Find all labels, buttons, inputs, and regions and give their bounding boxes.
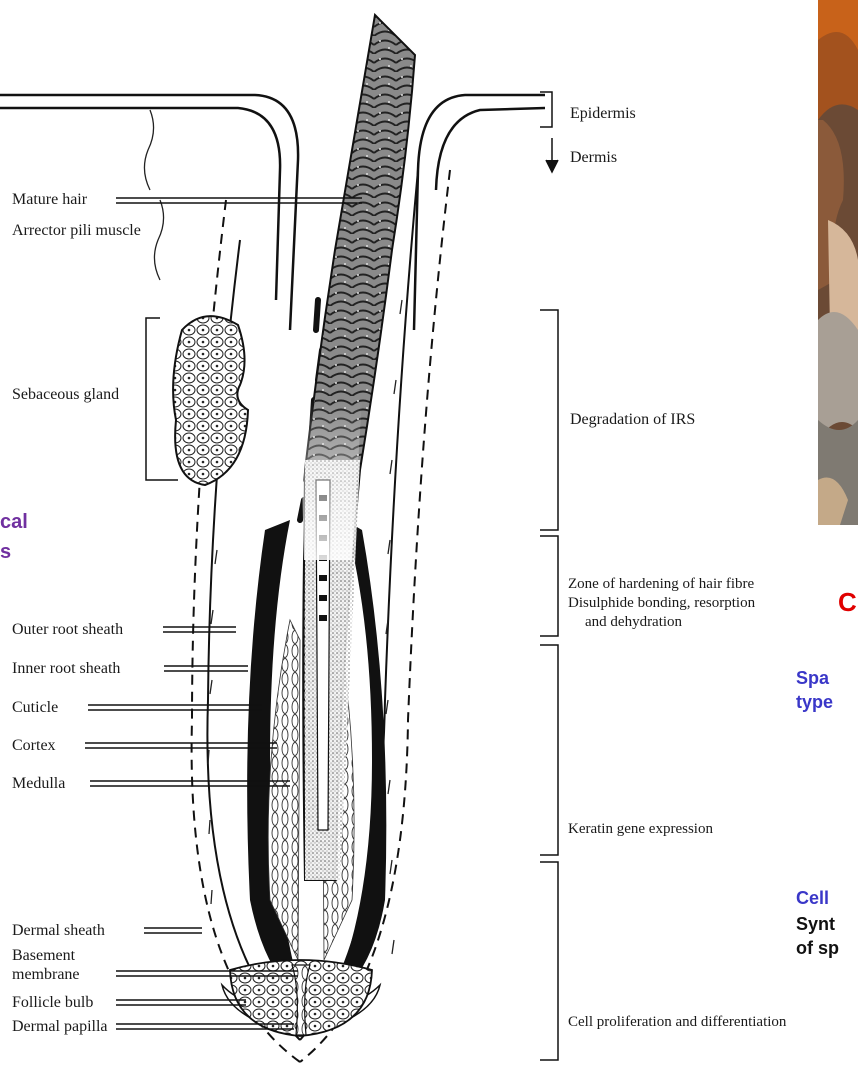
black-text-line2: of sp bbox=[796, 936, 839, 960]
label-medulla: Medulla bbox=[12, 774, 65, 793]
zone-brackets bbox=[540, 92, 558, 1060]
label-cortex: Cortex bbox=[12, 736, 56, 755]
label-epidermis: Epidermis bbox=[570, 104, 636, 123]
label-cell-proliferation: Cell proliferation and differentiation bbox=[568, 1013, 786, 1032]
label-dermis: Dermis bbox=[570, 148, 617, 167]
label-outer-root-sheath: Outer root sheath bbox=[12, 620, 123, 639]
label-sebaceous-gland: Sebaceous gland bbox=[12, 385, 119, 404]
skin-surface bbox=[0, 95, 545, 330]
label-degradation-irs: Degradation of IRS bbox=[570, 410, 695, 429]
label-dermal-sheath: Dermal sheath bbox=[12, 921, 105, 940]
label-hardening-line2: Disulphide bonding, resorption bbox=[568, 594, 755, 613]
label-inner-root-sheath: Inner root sheath bbox=[12, 659, 120, 678]
label-arrector-pili: Arrector pili muscle bbox=[12, 221, 141, 240]
black-text-line1: Synt bbox=[796, 912, 835, 936]
label-keratin-expression: Keratin gene expression bbox=[568, 820, 713, 839]
label-cuticle: Cuticle bbox=[12, 698, 58, 717]
sebaceous-gland-shape bbox=[173, 316, 248, 485]
label-mature-hair: Mature hair bbox=[12, 190, 87, 209]
micrograph-photo bbox=[818, 0, 858, 525]
blue-text-fragment2: Cell bbox=[796, 886, 829, 910]
red-text-fragment: C bbox=[838, 590, 857, 614]
label-basement-line2: membrane bbox=[12, 965, 80, 984]
label-hardening-line3: and dehydration bbox=[585, 613, 682, 632]
purple-text-line1: cal bbox=[0, 510, 28, 534]
purple-text-line2: s bbox=[0, 540, 11, 564]
label-follicle-bulb: Follicle bulb bbox=[12, 993, 93, 1012]
label-basement-line1: Basement bbox=[12, 946, 75, 965]
label-dermal-papilla: Dermal papilla bbox=[12, 1017, 108, 1036]
blue-text-fragment1-line1: Spa bbox=[796, 666, 829, 690]
blue-text-fragment1-line2: type bbox=[796, 690, 833, 714]
label-hardening-line1: Zone of hardening of hair fibre bbox=[568, 575, 754, 594]
